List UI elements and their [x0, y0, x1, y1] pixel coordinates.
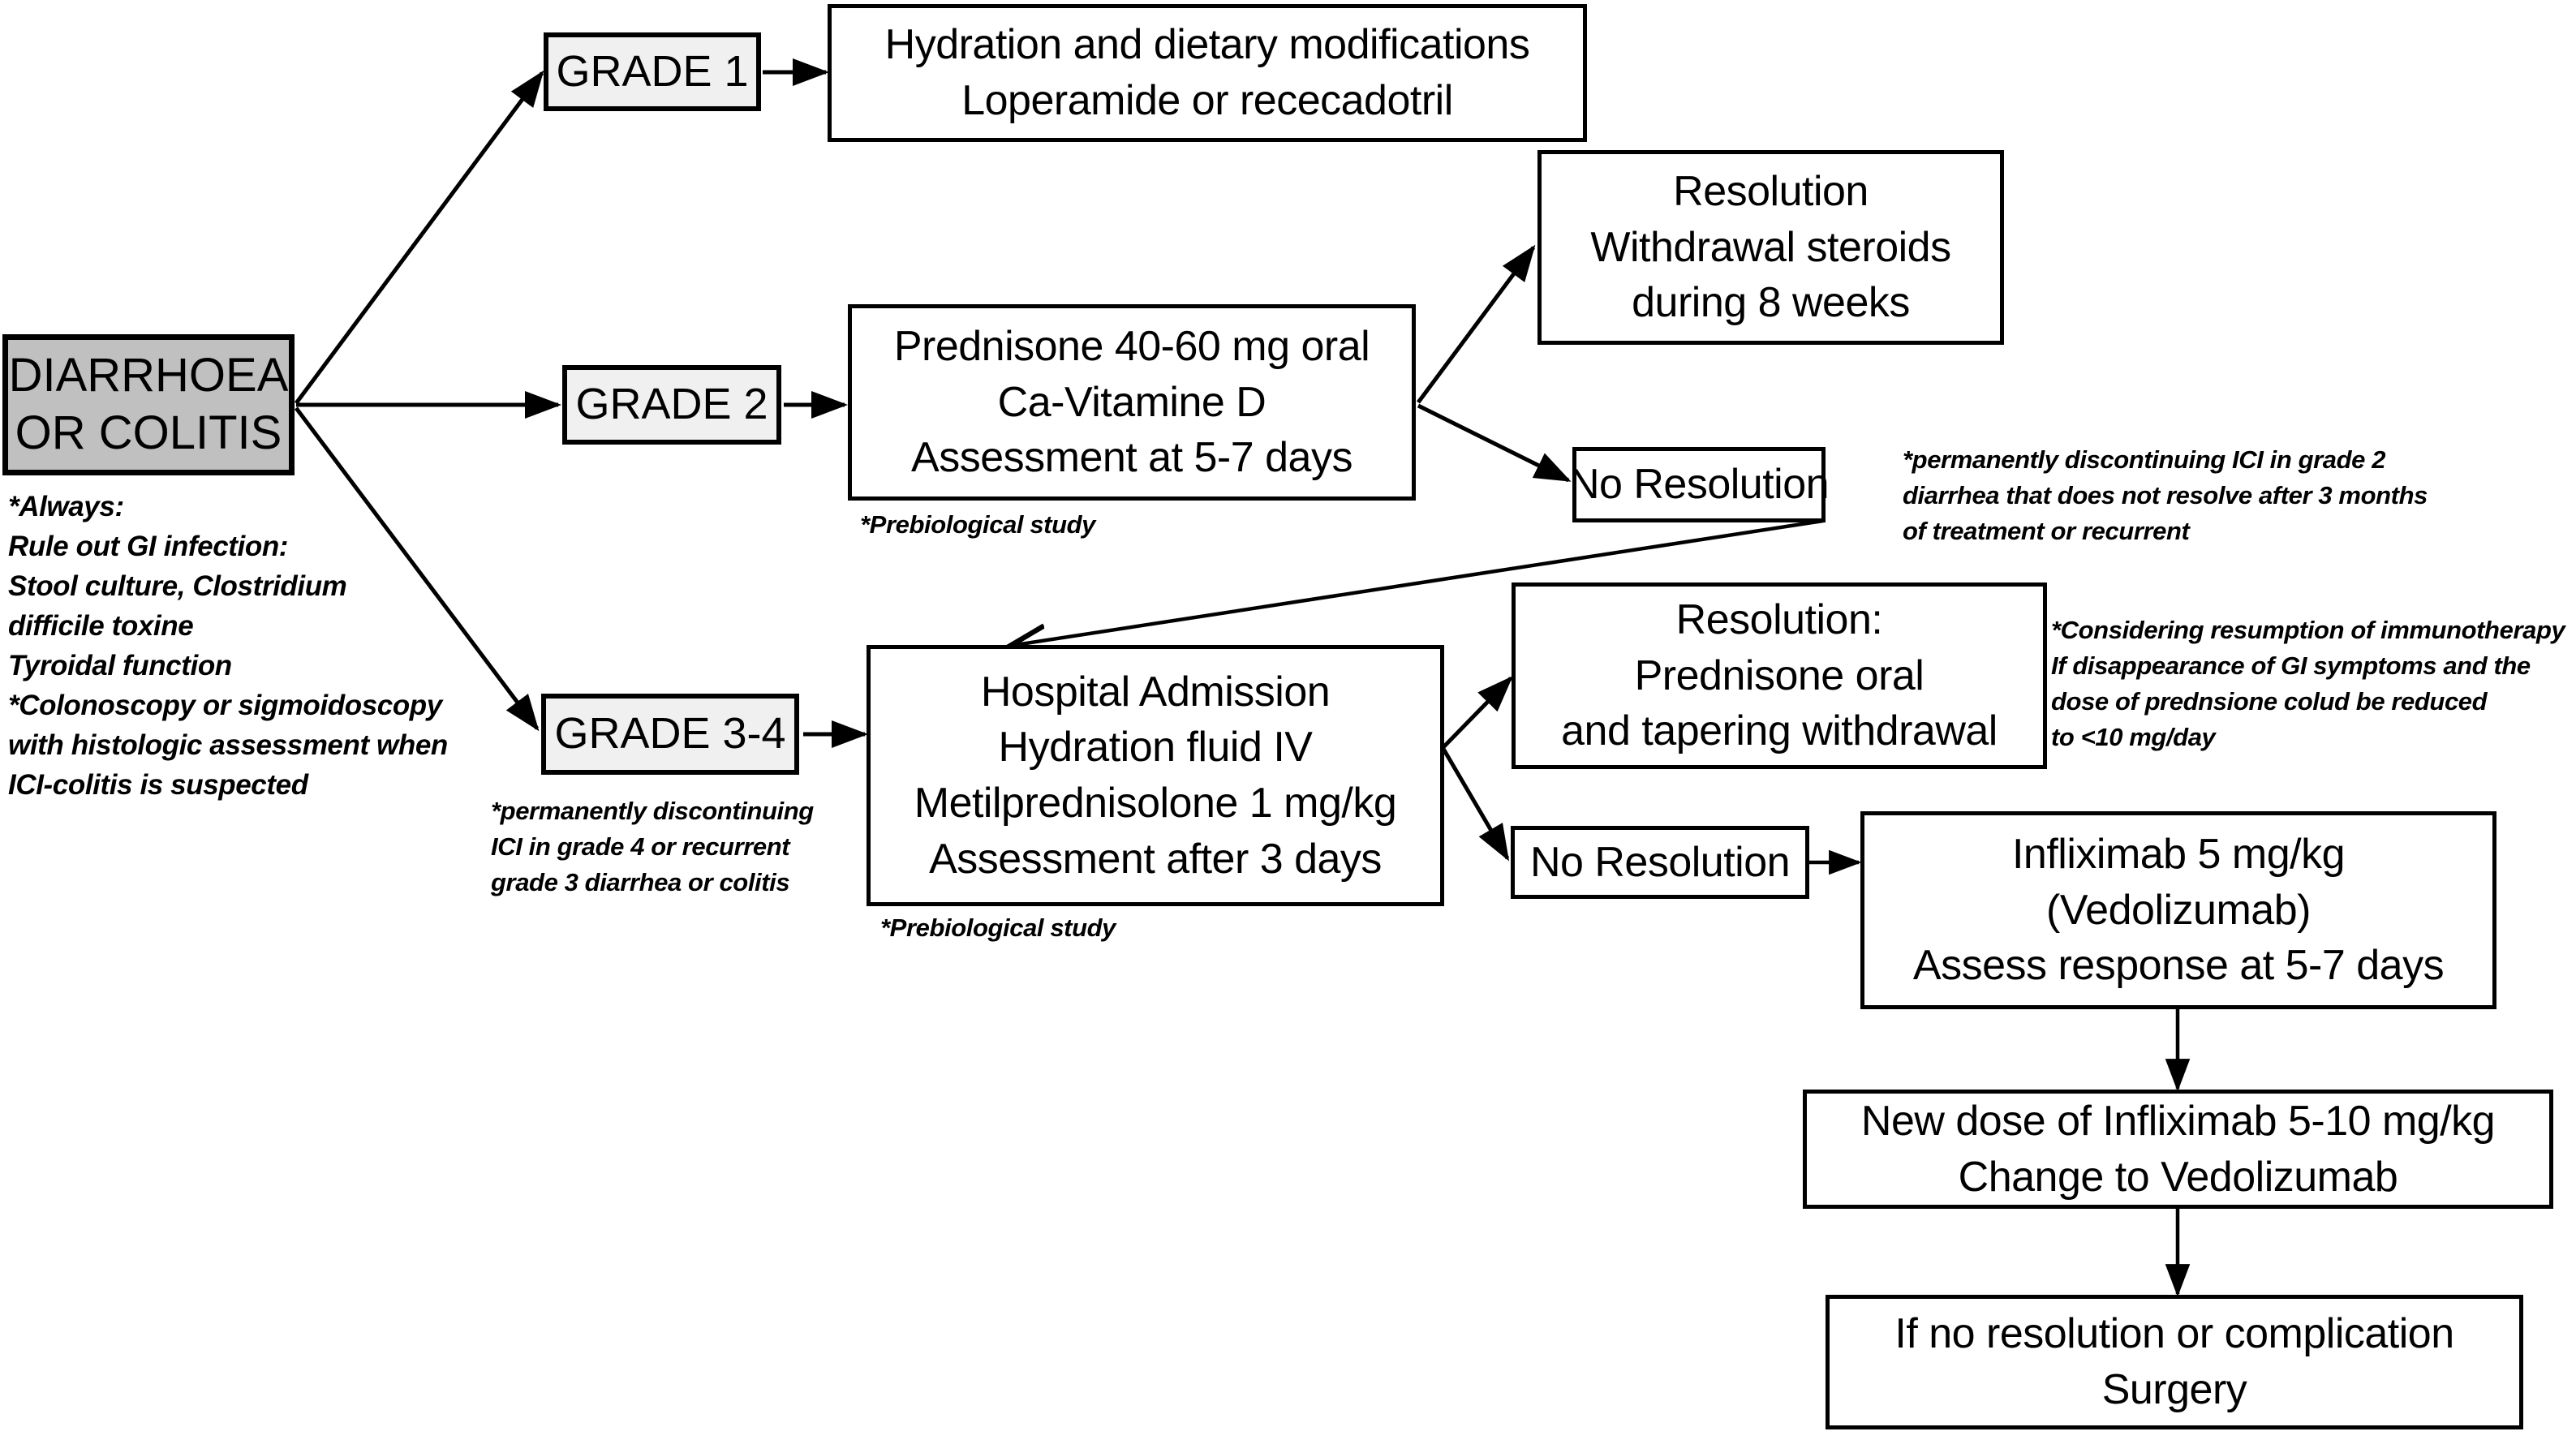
note-always-workup: *Always: Rule out GI infection: Stool cu…	[8, 487, 448, 805]
note-grade34-prebiological-line-1: *Prebiological study	[880, 913, 1116, 942]
node-new-dose-infliximab[interactable]: New dose of Infliximab 5-10 mg/kg Change…	[1803, 1090, 2553, 1209]
note-resumption-line-3: dose of prednsione colud be reduced	[2051, 687, 2488, 716]
node-grade34-resolution-line-2: Prednisone oral	[1634, 651, 1924, 699]
node-grade-2[interactable]: GRADE 2	[562, 365, 781, 445]
node-surgery[interactable]: If no resolution or complication Surgery	[1826, 1295, 2523, 1429]
node-surgery-line-1: If no resolution or complication	[1894, 1310, 2454, 1358]
node-grade34-resolution-line-1: Resolution:	[1675, 596, 1883, 644]
node-grade-2-label: GRADE 2	[575, 380, 768, 429]
node-grade2-treatment-line-1: Prednisone 40-60 mg oral	[893, 323, 1370, 371]
note-grade2-discontinue-ici: *permanently discontinuing ICI in grade …	[1903, 442, 2428, 549]
node-infliximab-line-1: Infliximab 5 mg/kg	[2011, 831, 2346, 879]
edge-hospital-to-noresolution	[1441, 747, 1510, 862]
node-grade2-no-resolution[interactable]: No Resolution	[1568, 447, 1830, 522]
note-always-line-4: difficile toxine	[8, 610, 194, 642]
node-grade2-treatment[interactable]: Prednisone 40-60 mg oral Ca-Vitamine D A…	[848, 304, 1416, 501]
edge-grade2treatment-to-noresolution	[1417, 403, 1572, 483]
node-grade2-resolution-line-3: during 8 weeks	[1632, 279, 1910, 327]
node-grade34-resolution-line-3: and tapering withdrawal	[1561, 707, 1998, 755]
node-infliximab[interactable]: Infliximab 5 mg/kg (Vedolizumab) Assess …	[1860, 811, 2496, 1009]
note-grade2-prebiological-line-1: *Prebiological study	[860, 510, 1096, 539]
node-grade34-treatment-line-2: Hydration fluid IV	[998, 724, 1313, 772]
node-grade1-treatment[interactable]: Hydration and dietary modifications Lope…	[828, 4, 1587, 142]
note-always-line-6: *Colonoscopy or sigmoidoscopy	[8, 690, 442, 721]
node-grade34-treatment-line-4: Assessment after 3 days	[929, 835, 1382, 883]
node-grade2-resolution-line-1: Resolution	[1673, 168, 1869, 216]
node-grade34-resolution[interactable]: Resolution: Prednisone oral and tapering…	[1512, 582, 2047, 769]
node-grade34-treatment[interactable]: Hospital Admission Hydration fluid IV Me…	[867, 645, 1444, 906]
note-always-line-2: Rule out GI infection:	[8, 531, 289, 562]
note-always-line-1: *Always:	[8, 491, 124, 522]
node-grade1-treatment-line-1: Hydration and dietary modifications	[884, 21, 1530, 69]
note-grade34-discontinue-ici: *permanently discontinuing ICI in grade …	[491, 793, 814, 901]
note-grade34-discontinue-line-1: *permanently discontinuing	[491, 797, 814, 825]
node-grade34-no-resolution-line-1: No Resolution	[1529, 838, 1791, 886]
edge-root-to-grade1	[294, 70, 544, 405]
note-grade34-prebiological: *Prebiological study	[880, 910, 1116, 946]
note-grade34-discontinue-line-3: grade 3 diarrhea or colitis	[491, 868, 790, 897]
node-grade34-treatment-line-3: Metilprednisolone 1 mg/kg	[914, 780, 1397, 827]
node-root-line-2: OR COLITIS	[15, 406, 282, 459]
edge-grade2treatment-to-resolution	[1416, 244, 1536, 404]
note-always-line-8: ICI-colitis is suspected	[8, 769, 308, 801]
node-root-diarrhoea-or-colitis[interactable]: DIARRHOEA OR COLITIS	[2, 334, 295, 475]
note-always-line-5: Tyroidal function	[8, 650, 232, 681]
node-grade34-no-resolution[interactable]: No Resolution	[1511, 826, 1809, 899]
node-grade-1[interactable]: GRADE 1	[544, 32, 761, 111]
node-grade1-treatment-line-2: Loperamide or rececadotril	[961, 77, 1453, 124]
note-always-line-3: Stool culture, Clostridium	[8, 570, 347, 602]
note-resumption-line-2: If disappearance of GI symptoms and the	[2051, 651, 2531, 681]
node-grade-3-4-label: GRADE 3-4	[554, 709, 786, 759]
edge-hospital-to-resolution	[1442, 676, 1513, 749]
node-grade2-no-resolution-line-1: No Resolution	[1568, 461, 1830, 509]
note-grade2-prebiological: *Prebiological study	[860, 507, 1095, 543]
node-grade-1-label: GRADE 1	[556, 46, 749, 96]
node-grade2-treatment-line-2: Ca-Vitamine D	[997, 378, 1266, 426]
note-grade2-discontinue-line-2: diarrhea that does not resolve after 3 m…	[1903, 481, 2428, 510]
node-grade34-treatment-line-1: Hospital Admission	[980, 668, 1331, 716]
node-grade2-resolution[interactable]: Resolution Withdrawal steroids during 8 …	[1537, 150, 2004, 345]
node-new-dose-line-1: New dose of Infliximab 5-10 mg/kg	[1860, 1097, 2496, 1145]
node-grade-3-4[interactable]: GRADE 3-4	[541, 694, 799, 775]
node-root-line-1: DIARRHOEA	[8, 349, 289, 402]
node-surgery-line-2: Surgery	[2101, 1366, 2247, 1413]
note-grade34-discontinue-line-2: ICI in grade 4 or recurrent	[491, 832, 790, 862]
node-grade2-treatment-line-3: Assessment at 5-7 days	[911, 434, 1353, 482]
note-resumption-line-1: *Considering resumption of immunotherapy	[2051, 616, 2565, 644]
note-grade2-discontinue-line-1: *permanently discontinuing ICI in grade …	[1903, 445, 2386, 474]
node-infliximab-line-2: (Vedolizumab)	[2046, 886, 2311, 934]
note-resumption-line-4: to <10 mg/day	[2051, 723, 2216, 752]
node-infliximab-line-3: Assess response at 5-7 days	[1912, 942, 2445, 990]
note-resumption-immunotherapy: *Considering resumption of immunotherapy…	[2051, 613, 2565, 755]
node-grade2-resolution-line-2: Withdrawal steroids	[1590, 223, 1951, 271]
note-grade2-discontinue-line-3: of treatment or recurrent	[1903, 517, 2190, 546]
note-always-line-7: with histologic assessment when	[8, 729, 448, 761]
node-new-dose-line-2: Change to Vedolizumab	[1958, 1153, 2398, 1201]
